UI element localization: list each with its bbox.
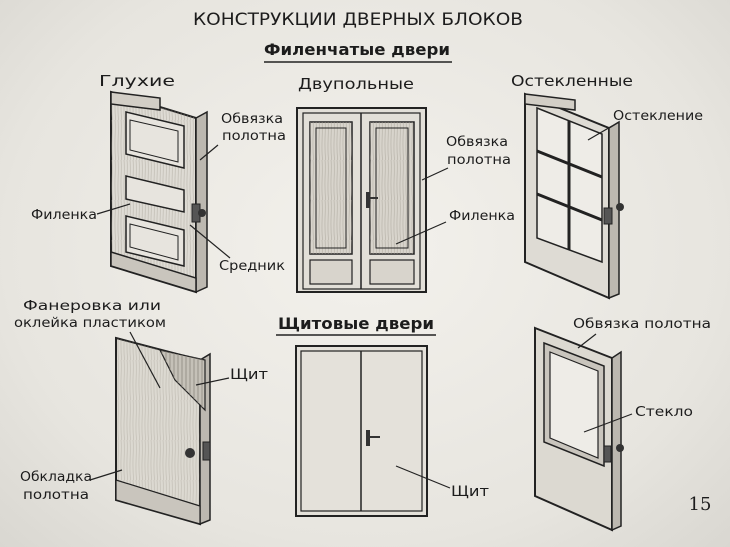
label-panel-double: Филенка: [449, 209, 515, 224]
flush-door-cutaway: [115, 336, 211, 526]
leader-mullion: [189, 224, 231, 259]
leader-core-double: [395, 465, 451, 489]
solid-panel-door: [110, 90, 208, 294]
main-title: КОНСТРУКЦИИ ДВЕРНЫХ БЛОКОВ: [193, 10, 523, 30]
leader-panel-solid: [96, 203, 131, 215]
label-glass: Стекло: [635, 405, 693, 420]
label-veneer-2: оклейка пластиком: [14, 316, 166, 331]
leader-panel-double: [395, 221, 447, 245]
label-edging-2: полотна: [23, 488, 89, 503]
glazed-door-title: Остекленные: [511, 72, 633, 90]
leader-frame-double: [421, 167, 449, 181]
label-core-double: Щит: [451, 484, 489, 500]
label-veneer-1: Фанеровка или: [23, 299, 161, 314]
label-edging-1: Обкладка: [20, 470, 92, 485]
label-frame-double-2: полотна: [447, 153, 511, 168]
glass-flush-door: [534, 326, 624, 532]
label-frame-glass: Обвязка полотна: [573, 317, 711, 332]
leader-veneer: [129, 331, 161, 389]
label-mullion: Средник: [219, 259, 285, 274]
leader-edging: [89, 469, 123, 481]
panel-doors-heading: Филенчатые двери: [264, 40, 450, 59]
label-frame-double-1: Обвязка: [446, 135, 508, 150]
label-core-leaf: Щит: [230, 367, 268, 383]
leader-frame-solid: [199, 144, 219, 161]
flush-doors-heading: Щитовые двери: [278, 314, 434, 333]
leader-glazing: [587, 125, 613, 141]
double-door-title: Двупольные: [298, 75, 414, 93]
label-glazing: Остекление: [613, 109, 703, 124]
double-panel-door: [296, 107, 427, 293]
glazed-panel-door: [524, 92, 624, 300]
label-panel-solid: Филенка: [31, 208, 97, 223]
label-frame-solid-2: полотна: [222, 129, 286, 144]
leader-frame-glass: [577, 333, 597, 349]
leader-glass: [583, 413, 633, 433]
solid-door-title: Глухие: [99, 72, 175, 90]
page-number: 15: [689, 494, 712, 515]
label-frame-solid-1: Обвязка: [221, 112, 283, 127]
double-flush-door: [295, 345, 428, 517]
leader-core-leaf: [195, 377, 230, 386]
